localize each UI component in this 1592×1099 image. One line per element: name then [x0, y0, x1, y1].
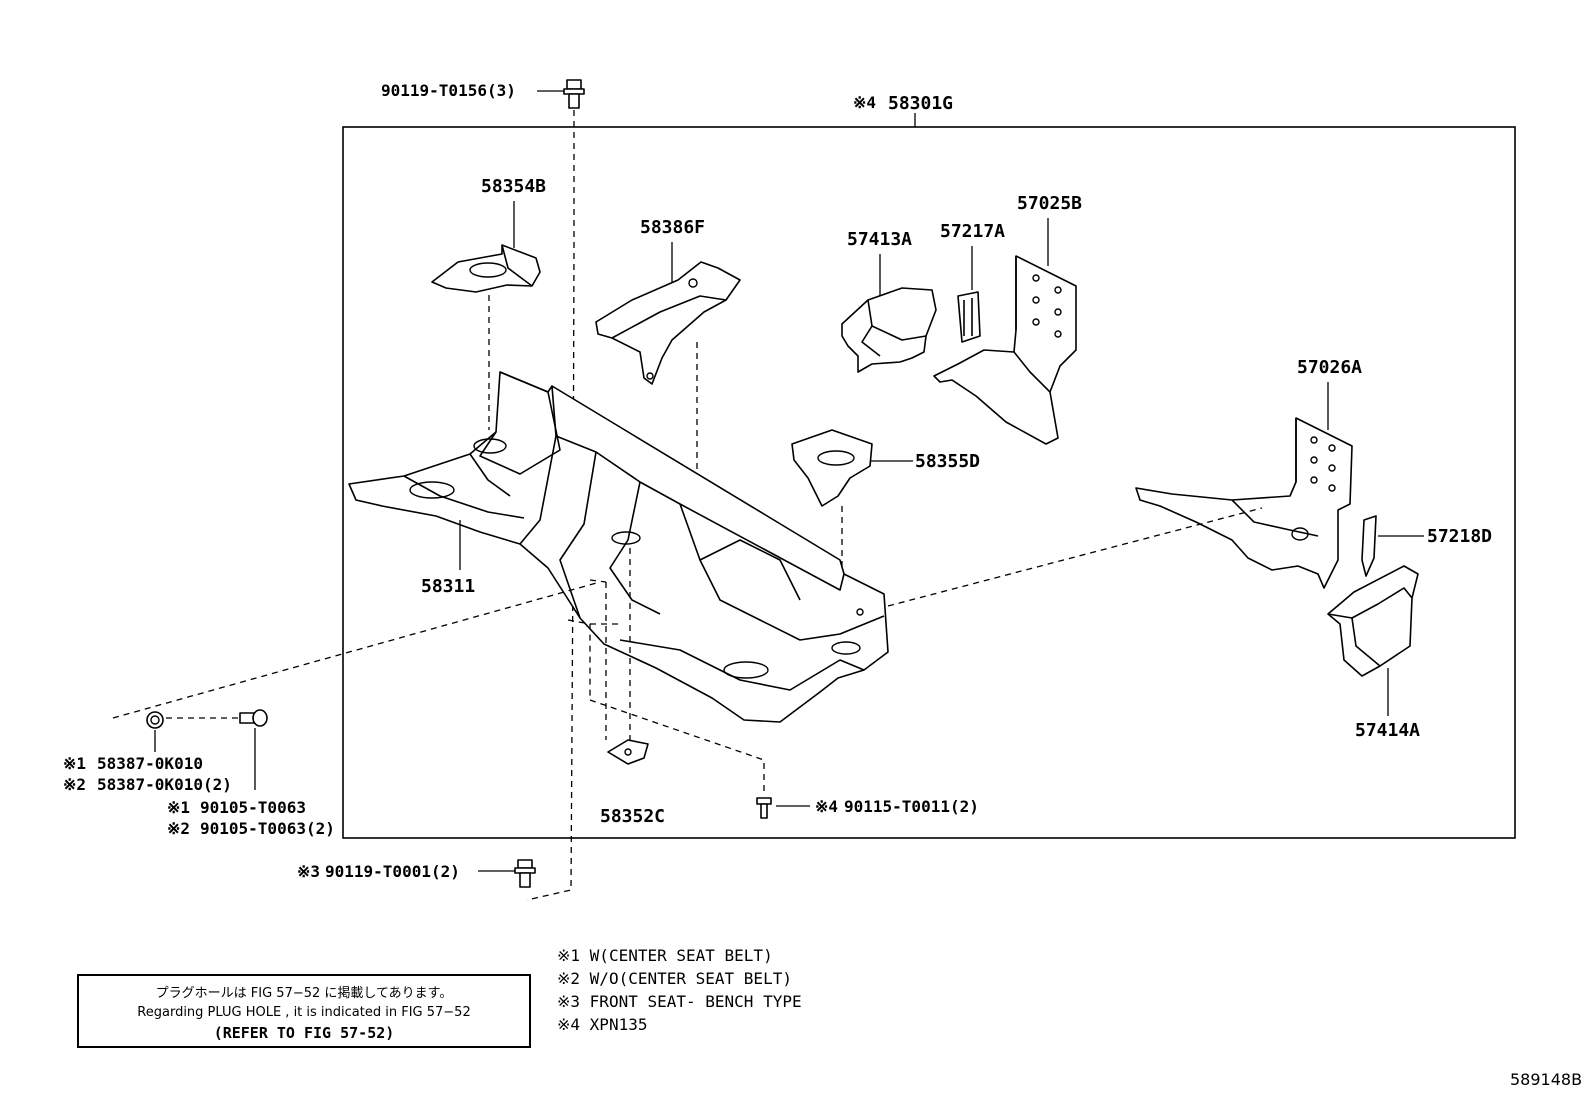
- part-57414A-label[interactable]: 57414A: [1355, 720, 1420, 741]
- footnote-1: ※1 W(CENTER SEAT BELT): [557, 946, 773, 965]
- part-57026A-shape[interactable]: [1135, 417, 1353, 589]
- reference-line-japanese: プラグホールは FIG 57−52 に掲載してあります。: [155, 986, 453, 1001]
- footnotes: ※1 W(CENTER SEAT BELT) ※2 W/O(CENTER SEA…: [557, 944, 802, 1036]
- part-57025B-shape[interactable]: [933, 255, 1077, 445]
- grommet-2-label[interactable]: 58387-0K010(2): [97, 775, 232, 794]
- grommet-1-label[interactable]: 58387-0K010: [97, 754, 203, 773]
- part-58355D-shape[interactable]: [791, 429, 873, 507]
- reference-box: プラグホールは FIG 57−52 に掲載してあります。 Regarding P…: [77, 974, 531, 1048]
- screw-1-mark: ※1: [167, 798, 190, 817]
- bolt-top-label[interactable]: 90119-T0156(3): [381, 81, 516, 100]
- screw-1-label[interactable]: 90105-T0063: [200, 798, 306, 817]
- part-58355D-label[interactable]: 58355D: [915, 451, 980, 472]
- grommet-icon[interactable]: [146, 711, 164, 729]
- assembly-label[interactable]: 58301G: [888, 93, 953, 114]
- footnote-3: ※3 FRONT SEAT- BENCH TYPE: [557, 992, 802, 1011]
- figure-number: 589148B: [1510, 1070, 1583, 1089]
- part-58386F-label[interactable]: 58386F: [640, 217, 705, 238]
- part-57217A-label[interactable]: 57217A: [940, 221, 1005, 242]
- part-57413A-label[interactable]: 57413A: [847, 229, 912, 250]
- bolt-90115-label[interactable]: 90115-T0011(2): [844, 797, 979, 816]
- assembly-frame: [342, 126, 1516, 839]
- bolt-90115-icon[interactable]: [756, 797, 772, 819]
- part-57218D-shape[interactable]: [1361, 515, 1377, 577]
- part-58352C-label[interactable]: 58352C: [600, 806, 665, 827]
- assembly-mark: ※4: [853, 93, 876, 112]
- part-57217A-shape[interactable]: [957, 291, 981, 343]
- part-58311-label[interactable]: 58311: [421, 576, 475, 597]
- part-57026A-label[interactable]: 57026A: [1297, 357, 1362, 378]
- screw-icon[interactable]: [239, 709, 268, 727]
- grommet-2-mark: ※2: [63, 775, 86, 794]
- bolt-90119-T0001-mark: ※3: [297, 862, 320, 881]
- bolt-top-icon[interactable]: [563, 79, 585, 109]
- screw-2-label[interactable]: 90105-T0063(2): [200, 819, 335, 838]
- part-57218D-label[interactable]: 57218D: [1427, 526, 1492, 547]
- footnote-2: ※2 W/O(CENTER SEAT BELT): [557, 969, 792, 988]
- bolt-90119-T0001-label[interactable]: 90119-T0001(2): [325, 862, 460, 881]
- part-57413A-shape[interactable]: [841, 287, 937, 373]
- footnote-4: ※4 XPN135: [557, 1015, 648, 1034]
- screw-2-mark: ※2: [167, 819, 190, 838]
- bolt-90119-T0001-icon[interactable]: [514, 859, 536, 888]
- part-58354B-label[interactable]: 58354B: [481, 176, 546, 197]
- part-57414A-shape[interactable]: [1327, 565, 1419, 677]
- part-58354B-shape[interactable]: [431, 244, 541, 293]
- part-58352C-shape[interactable]: [607, 739, 649, 765]
- grommet-1-mark: ※1: [63, 754, 86, 773]
- part-58386F-shape[interactable]: [595, 261, 741, 385]
- part-58311-shape[interactable]: [348, 371, 889, 723]
- reference-line-english: Regarding PLUG HOLE , it is indicated in…: [137, 1005, 471, 1020]
- reference-link[interactable]: (REFER TO FIG 57-52): [213, 1024, 395, 1042]
- part-57025B-label[interactable]: 57025B: [1017, 193, 1082, 214]
- bolt-90115-mark: ※4: [815, 797, 838, 816]
